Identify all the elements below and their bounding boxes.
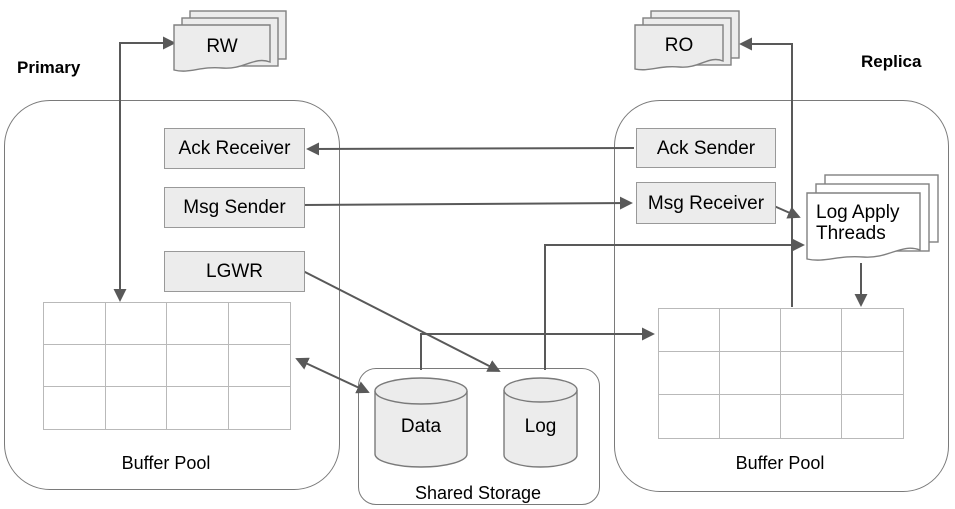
msg-sender-box: Msg Sender bbox=[164, 187, 305, 228]
buffer-pool-cell bbox=[167, 345, 229, 387]
primary-buffer-pool-label: Buffer Pool bbox=[121, 453, 211, 473]
buffer-pool-cell bbox=[44, 303, 106, 345]
ro-sessions-label: RO bbox=[664, 35, 694, 56]
log-apply-threads-label: Log Apply Threads bbox=[816, 202, 900, 244]
buffer-pool-cell bbox=[720, 395, 781, 438]
buffer-pool-cell bbox=[781, 352, 842, 395]
arrow-acksender-ackreceiver bbox=[306, 142, 635, 156]
buffer-pool-cell bbox=[228, 303, 290, 345]
buffer-pool-cell bbox=[106, 387, 167, 429]
buffer-pool-cell bbox=[44, 345, 106, 387]
shared-storage-label: Shared Storage bbox=[414, 483, 542, 503]
buffer-pool-cell bbox=[842, 352, 903, 395]
msg-receiver-box: Msg Receiver bbox=[636, 182, 776, 224]
buffer-pool-cell bbox=[228, 345, 290, 387]
buffer-pool-cell bbox=[167, 387, 229, 429]
buffer-pool-cell bbox=[105, 345, 167, 387]
buffer-pool-cell bbox=[842, 309, 903, 352]
buffer-pool-cell bbox=[781, 309, 842, 352]
buffer-pool-cell bbox=[720, 352, 781, 395]
replica-buffer-pool-label: Buffer Pool bbox=[735, 453, 825, 473]
primary-buffer-pool-grid bbox=[43, 302, 291, 430]
buffer-pool-cell bbox=[842, 395, 903, 438]
log-volume-label: Log bbox=[524, 416, 557, 437]
rw-sessions-label: RW bbox=[206, 36, 238, 57]
buffer-pool-cell bbox=[659, 395, 720, 438]
replica-title: Replica bbox=[861, 52, 922, 71]
replica-buffer-pool-grid bbox=[658, 308, 904, 439]
ack-receiver-box: Ack Receiver bbox=[164, 128, 305, 169]
buffer-pool-cell bbox=[167, 303, 229, 345]
buffer-pool-cell bbox=[659, 352, 720, 395]
ack-sender-box: Ack Sender bbox=[636, 128, 776, 168]
buffer-pool-cell bbox=[720, 309, 781, 352]
buffer-pool-cell bbox=[229, 387, 291, 429]
buffer-pool-cell bbox=[44, 387, 106, 429]
lgwr-box: LGWR bbox=[164, 251, 305, 292]
data-volume-label: Data bbox=[400, 416, 442, 437]
buffer-pool-cell bbox=[781, 395, 842, 438]
buffer-pool-cell bbox=[105, 303, 167, 345]
arrow-msgsender-msgreceiver bbox=[302, 196, 633, 210]
buffer-pool-cell bbox=[659, 309, 720, 352]
primary-title: Primary bbox=[17, 58, 81, 77]
